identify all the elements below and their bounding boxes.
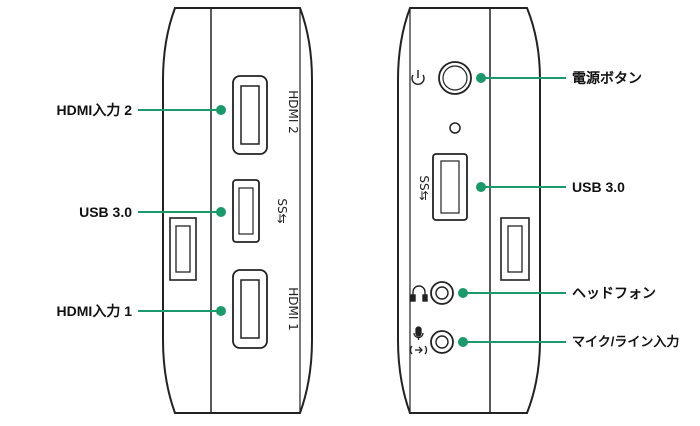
right-side-clip: [500, 217, 530, 281]
hdmi1-port-label: HDMI 1: [286, 287, 300, 331]
left-side-clip: [169, 217, 197, 281]
hdmi2-leader-dot: [216, 105, 226, 115]
left-usb-ss-icon: SS⇆: [275, 198, 289, 223]
right-usb-leader-dot: [476, 182, 486, 192]
headphone-jack: [430, 281, 454, 305]
microphone-icon: [413, 326, 424, 340]
power-leader-dot: [476, 73, 486, 83]
hdmi2-input-label: HDMI入力 2: [56, 102, 132, 118]
status-led: [449, 122, 461, 134]
right-usb-ss-icon: SS⇆: [417, 175, 431, 200]
power-button-label: 電源ボタン: [572, 70, 642, 86]
hdmi1-leader-dot: [216, 306, 226, 316]
headphone-label: ヘッドフォン: [572, 285, 656, 301]
line-in-icon: [409, 345, 428, 355]
power-button: [438, 61, 472, 95]
mic-line-input-label: マイク/ライン入力: [572, 334, 680, 349]
hdmi2-port: HDMI 2: [232, 75, 300, 155]
left-usb-label: USB 3.0: [79, 204, 132, 220]
hdmi2-port-label: HDMI 2: [286, 90, 300, 134]
right-device-body: [397, 7, 541, 414]
left-device-side: HDMI 2 SS⇆ HDMI 1: [138, 7, 313, 414]
hdmi1-input-label: HDMI入力 1: [56, 303, 132, 319]
mic-line-leader-dot: [458, 337, 468, 347]
right-usb-label: USB 3.0: [572, 179, 625, 195]
mic-line-jack: [430, 330, 454, 354]
headphone-icon: [410, 285, 428, 302]
power-icon: [411, 70, 425, 85]
left-usb-port: SS⇆: [232, 179, 289, 243]
right-device-side: SS⇆: [397, 7, 566, 414]
left-usb-leader-dot: [216, 207, 226, 217]
hdmi1-port: HDMI 1: [232, 269, 300, 349]
headphone-leader-dot: [458, 288, 468, 298]
right-usb-port: SS⇆: [417, 153, 468, 221]
